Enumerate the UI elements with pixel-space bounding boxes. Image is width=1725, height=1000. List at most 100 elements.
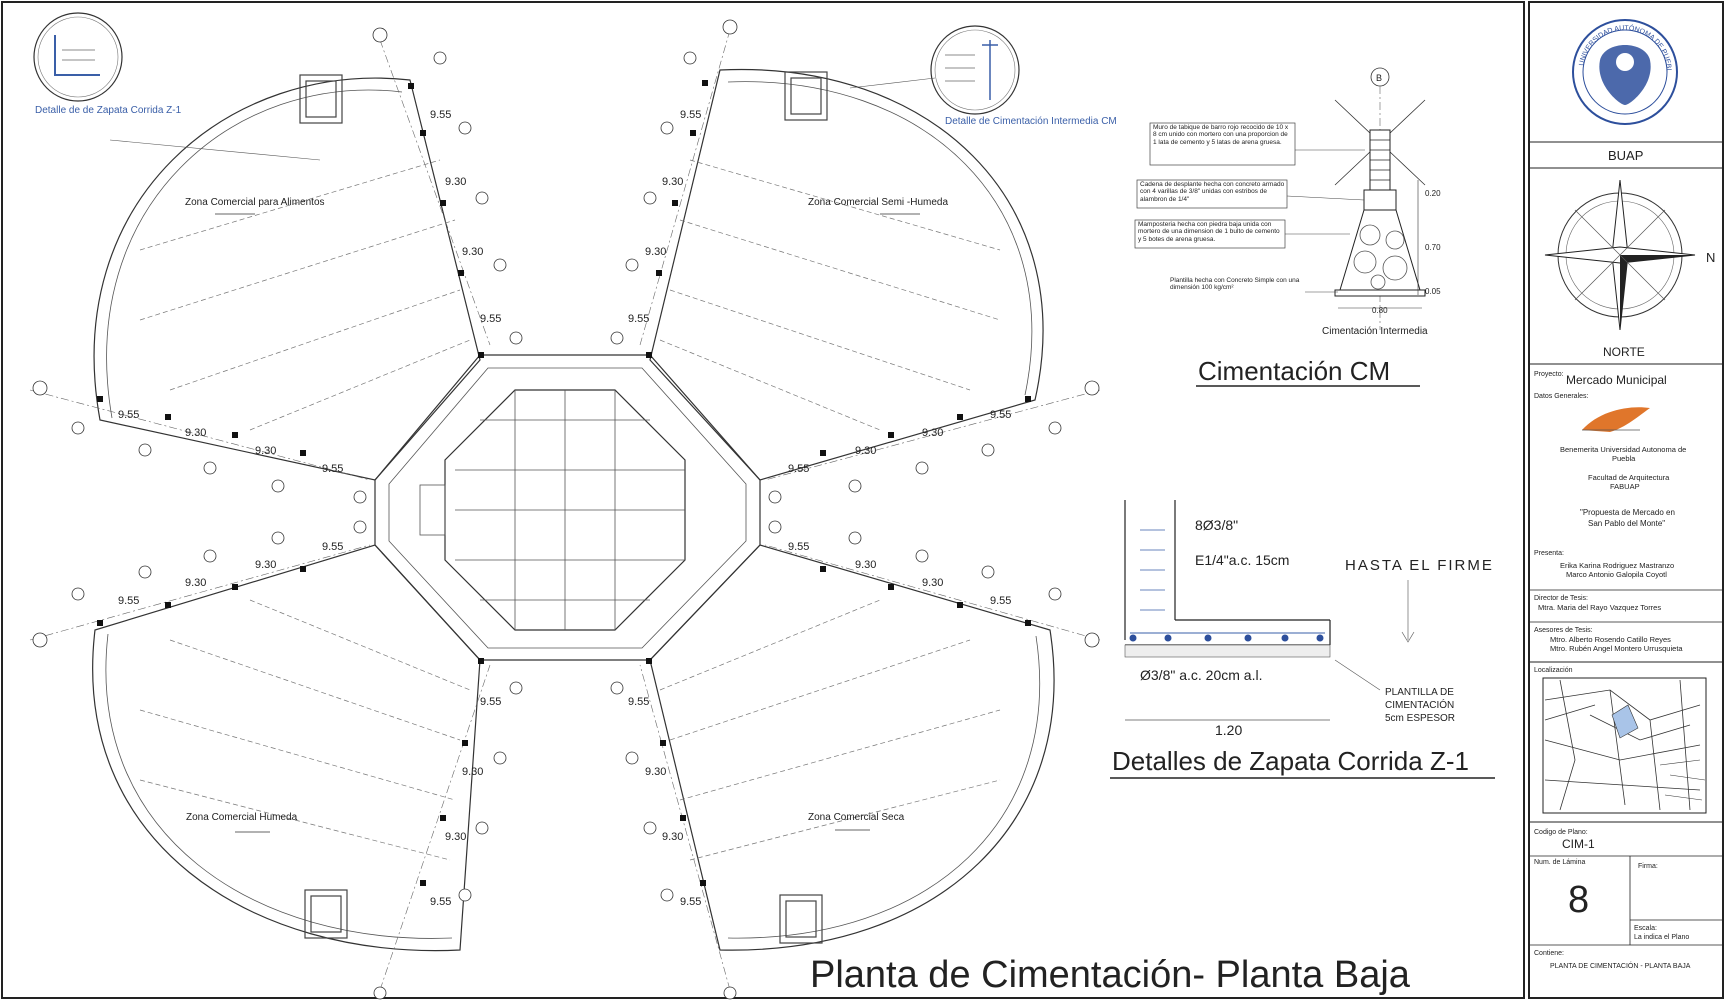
dim-label: 9.30 bbox=[445, 831, 466, 843]
codigo-label: Codigo de Plano: bbox=[1534, 829, 1588, 836]
zapata-plantilla-3: 5cm ESPESOR bbox=[1385, 713, 1455, 724]
dimension-labels: 9.55 9.30 9.30 9.55 9.55 9.30 9.30 9.55 … bbox=[118, 109, 1011, 908]
dim-label: 9.55 bbox=[480, 696, 501, 708]
main-title: Planta de Cimentación- Planta Baja bbox=[810, 954, 1411, 996]
footing-lines bbox=[139, 159, 1001, 861]
leaf-top-left-outline bbox=[93, 77, 481, 481]
column-markers bbox=[97, 80, 1031, 886]
cm-note-4: Plantilla hecha con Concreto Simple con … bbox=[1170, 277, 1300, 292]
callout-cimentacion: Detalle de Cimentación Intermedia CM bbox=[849, 25, 1117, 127]
contiene-value: PLANTA DE CIMENTACIÓN - PLANTA BAJA bbox=[1550, 961, 1691, 970]
cm-dim: 0.05 bbox=[1425, 287, 1441, 296]
dim-label: 9.30 bbox=[462, 766, 483, 778]
corner-box-br bbox=[779, 894, 823, 944]
title-block: UNIVERSIDAD AUTÓNOMA DE PUEBLA BUAP N NO… bbox=[0, 0, 1723, 970]
zapata-plantilla-1: PLANTILLA DE bbox=[1385, 687, 1454, 698]
dim-label: 9.30 bbox=[855, 559, 876, 571]
presenter-1: Erika Karina Rodriguez Mastranzo bbox=[1560, 561, 1674, 570]
proyecto-value: Mercado Municipal bbox=[1566, 373, 1667, 387]
title-block-frame bbox=[1528, 1, 1724, 999]
dim-label: 9.55 bbox=[480, 313, 501, 325]
corner-box-bl bbox=[304, 889, 348, 939]
dim-label: 9.55 bbox=[118, 409, 139, 421]
institution-line-2: Puebla bbox=[1612, 454, 1636, 463]
leaf-bottom-left-outline bbox=[92, 544, 481, 952]
faculty-line-1: Facultad de Arquitectura bbox=[1588, 473, 1670, 482]
zapata-plantilla-2: CIMENTACIÓN bbox=[1385, 698, 1454, 711]
zone-label-humeda: Zona Comercial Humeda bbox=[186, 812, 298, 823]
cm-bubble-label: B bbox=[1376, 73, 1382, 83]
callout-zapata-label: Detalle de de Zapata Corrida Z-1 bbox=[35, 105, 182, 116]
university-name: BUAP bbox=[1608, 148, 1643, 163]
corner-box-tl bbox=[299, 74, 343, 124]
dim-label: 9.55 bbox=[788, 463, 809, 475]
contiene-label: Contiene: bbox=[1534, 950, 1564, 957]
cm-dim: 0.20 bbox=[1425, 189, 1441, 198]
foundation-plan: 9.55 9.30 9.30 9.55 9.55 9.30 9.30 9.55 … bbox=[29, 12, 1411, 1000]
dim-label: 9.30 bbox=[185, 577, 206, 589]
asesor-1: Mtro. Alberto Rosendo Catillo Reyes bbox=[1550, 635, 1671, 644]
dim-label: 9.30 bbox=[662, 176, 683, 188]
dim-label: 9.30 bbox=[922, 427, 943, 439]
seal-text: UNIVERSIDAD AUTÓNOMA DE PUEBLA bbox=[0, 0, 1672, 73]
callout-cimentacion-label: Detalle de Cimentación Intermedia CM bbox=[945, 116, 1117, 127]
escala-label: Escala: bbox=[1634, 925, 1657, 932]
cm-note-1: Muro de tabique de barro rojo recocido d… bbox=[1153, 124, 1289, 146]
dim-label: 9.30 bbox=[645, 246, 666, 258]
dim-label: 9.55 bbox=[322, 463, 343, 475]
cm-dim: 0.70 bbox=[1425, 243, 1441, 252]
dim-label: 9.55 bbox=[118, 595, 139, 607]
zapata-rebar-bottom: Ø3/8" a.c. 20cm a.l. bbox=[1140, 667, 1262, 683]
asesor-2: Mtro. Rubén Angel Montero Urrusquieta bbox=[1550, 644, 1683, 653]
director-name: Mtra. Maria del Rayo Vazquez Torres bbox=[1538, 603, 1661, 612]
axis-bubbles bbox=[32, 19, 1100, 1000]
dim-label: 9.30 bbox=[922, 577, 943, 589]
leaf-bottom-right-outline bbox=[649, 544, 1055, 951]
zapata-detail: 1.20 8Ø3/8" E1/4"a.c. 15cm Ø3/8" a.c. 20… bbox=[1110, 500, 1495, 779]
corner-box-tr bbox=[784, 71, 828, 121]
north-arrow: N bbox=[1544, 179, 1715, 331]
director-label: Director de Tesis: bbox=[1534, 595, 1588, 602]
axes bbox=[29, 29, 1101, 991]
dim-label: 9.55 bbox=[628, 313, 649, 325]
dim-label: 9.30 bbox=[255, 445, 276, 457]
leaf-top-right-outline bbox=[649, 68, 1044, 481]
datos-label: Datos Generales: bbox=[1534, 393, 1589, 400]
cm-note-2: Cadena de desplante hecha con concreto a… bbox=[1140, 181, 1285, 203]
location-map bbox=[1542, 677, 1707, 814]
dim-label: 9.30 bbox=[462, 246, 483, 258]
cm-detail: B 0.20 0.70 0.05 0.80 Muro de tabique de… bbox=[1134, 67, 1441, 387]
zapata-title: Detalles de Zapata Corrida Z-1 bbox=[1112, 746, 1469, 776]
proyecto-label: Proyecto: bbox=[1534, 371, 1564, 378]
zapata-stirrups: E1/4"a.c. 15cm bbox=[1195, 552, 1289, 568]
dim-label: 9.55 bbox=[680, 896, 701, 908]
dim-label: 9.30 bbox=[255, 559, 276, 571]
dim-label: 9.30 bbox=[445, 176, 466, 188]
cm-subtitle: Cimentación Intermedia bbox=[1322, 326, 1428, 337]
lamina-number: 8 bbox=[1568, 879, 1589, 921]
cm-title: Cimentación CM bbox=[1198, 356, 1390, 386]
firma-label: Firma: bbox=[1638, 863, 1658, 870]
localizacion-label: Localización bbox=[1534, 667, 1573, 674]
proposal-line-1: "Propuesta de Mercado en bbox=[1580, 508, 1675, 517]
dim-label: 9.55 bbox=[788, 541, 809, 553]
dim-label: 9.30 bbox=[645, 766, 666, 778]
dim-label: 9.55 bbox=[680, 109, 701, 121]
dim-label: 9.55 bbox=[322, 541, 343, 553]
zone-label-alimentos: Zona Comercial para Alimentos bbox=[185, 197, 325, 208]
zone-label-seca: Zona Comercial Seca bbox=[808, 812, 905, 823]
callout-zapata: Detalle de de Zapata Corrida Z-1 bbox=[33, 12, 321, 161]
dim-label: 9.55 bbox=[628, 696, 649, 708]
dim-label: 9.30 bbox=[855, 445, 876, 457]
faculty-line-2: FABUAP bbox=[1610, 482, 1640, 491]
proposal-line-2: San Pablo del Monte" bbox=[1588, 519, 1665, 528]
codigo-value: CIM-1 bbox=[1562, 837, 1595, 851]
cm-note-3: Mamposteria hecha con piedra baja unida … bbox=[1138, 221, 1280, 243]
drawing-frame bbox=[1, 1, 1525, 999]
dim-label: 9.55 bbox=[990, 595, 1011, 607]
presenta-label: Presenta: bbox=[1534, 550, 1564, 557]
north-label: NORTE bbox=[1603, 345, 1645, 359]
presenter-2: Marco Antonio Galopila Coyotl bbox=[1566, 570, 1667, 579]
dim-label: 9.30 bbox=[185, 427, 206, 439]
